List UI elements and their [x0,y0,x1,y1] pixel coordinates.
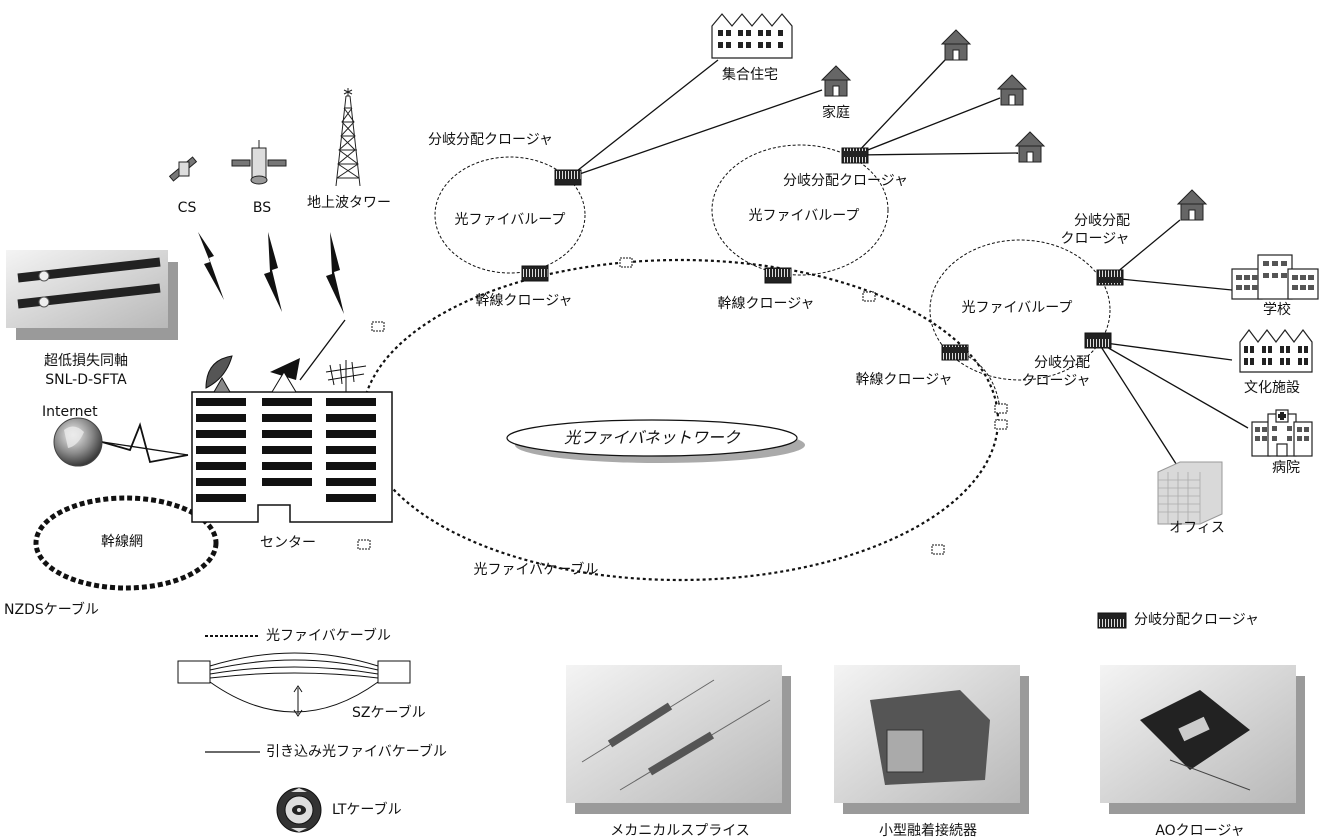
label-center: センター [260,535,316,551]
terrestrial-tower-icon [335,88,361,187]
sz-cable-icon [177,652,411,717]
caption-ao-closure: AOクロージャ [1155,823,1245,839]
label-nzds: NZDSケーブル [4,602,99,618]
broadcast-signal-icons [198,232,344,314]
label-office: オフィス [1169,520,1225,536]
label-branch-closure-c-line2: クロージャ [1060,231,1130,247]
legend-branch-closure: 分岐分配クロージャ [1134,612,1260,628]
label-branch-closure-c-line1: 分岐分配 [1074,213,1130,229]
label-fiber-cable: 光ファイバケーブル [473,562,599,578]
label-hospital: 病院 [1272,460,1300,476]
bs-satellite-icon [231,140,287,185]
label-trunk-closure-b: 幹線クロージャ [717,296,815,312]
label-coax-line1: 超低損失同軸 [44,353,128,369]
fiber-loop-3 [929,239,1111,381]
legend-lt-cable: LTケーブル [332,802,402,818]
fusion-splicer-photo [834,665,1029,814]
lt-cable-icon [276,787,322,833]
label-trunk-net: 幹線網 [101,534,143,550]
hospital-icon [1251,409,1313,457]
network-label-bubble [506,419,798,457]
label-network: 光ファイバネットワーク [564,428,740,447]
label-tower: 地上波タワー [307,195,391,211]
label-branch-closure-d-line1: 分岐分配 [1034,355,1090,371]
caption-fusion-splicer: 小型融着接続器 [879,823,977,839]
label-bs: BS [252,200,272,216]
office-icon [1157,461,1223,525]
label-coax-line2: SNL-D-SFTA [45,372,127,388]
fiber-loop-1 [434,156,586,274]
label-trunk-closure-a: 幹線クロージャ [475,293,573,309]
ao-closure-photo [1100,665,1305,814]
label-culture: 文化施設 [1244,380,1300,396]
internet-globe-icon [53,417,103,467]
school-icon [1231,254,1319,300]
label-multi-housing: 集合住宅 [722,67,778,83]
center-building [191,355,393,523]
closure-icons [521,147,1127,629]
culture-facility-icon [1239,329,1313,373]
label-branch-closure-a: 分岐分配クロージャ [428,132,554,148]
mechanical-splice-photo [566,665,791,814]
legend-sz-cable: SZケーブル [352,705,426,721]
label-internet: Internet [42,404,98,420]
label-school: 学校 [1263,302,1291,318]
cs-satellite-icon [168,156,198,182]
coax-cable-photo [6,250,178,340]
label-loop-b: 光ファイバループ [748,208,860,224]
house-icons [820,29,1208,221]
trunk-ring [33,495,219,591]
label-branch-closure-d-line2: クロージャ [1021,373,1091,389]
label-loop-a: 光ファイバループ [454,212,566,228]
internet-link [94,422,189,464]
label-loop-c: 光ファイバループ [961,300,1073,316]
legend-drop-cable: 引き込み光ファイバケーブル [266,744,447,760]
label-trunk-closure-c: 幹線クロージャ [855,372,953,388]
label-home: 家庭 [822,105,850,121]
legend-fiber-cable: 光ファイバケーブル [266,628,391,644]
apartment-icon [711,13,793,59]
caption-mechanical-splice: メカニカルスプライス [610,823,750,839]
fiber-loop-2 [711,144,889,276]
label-branch-closure-b: 分岐分配クロージャ [783,173,909,189]
label-cs: CS [177,200,197,216]
